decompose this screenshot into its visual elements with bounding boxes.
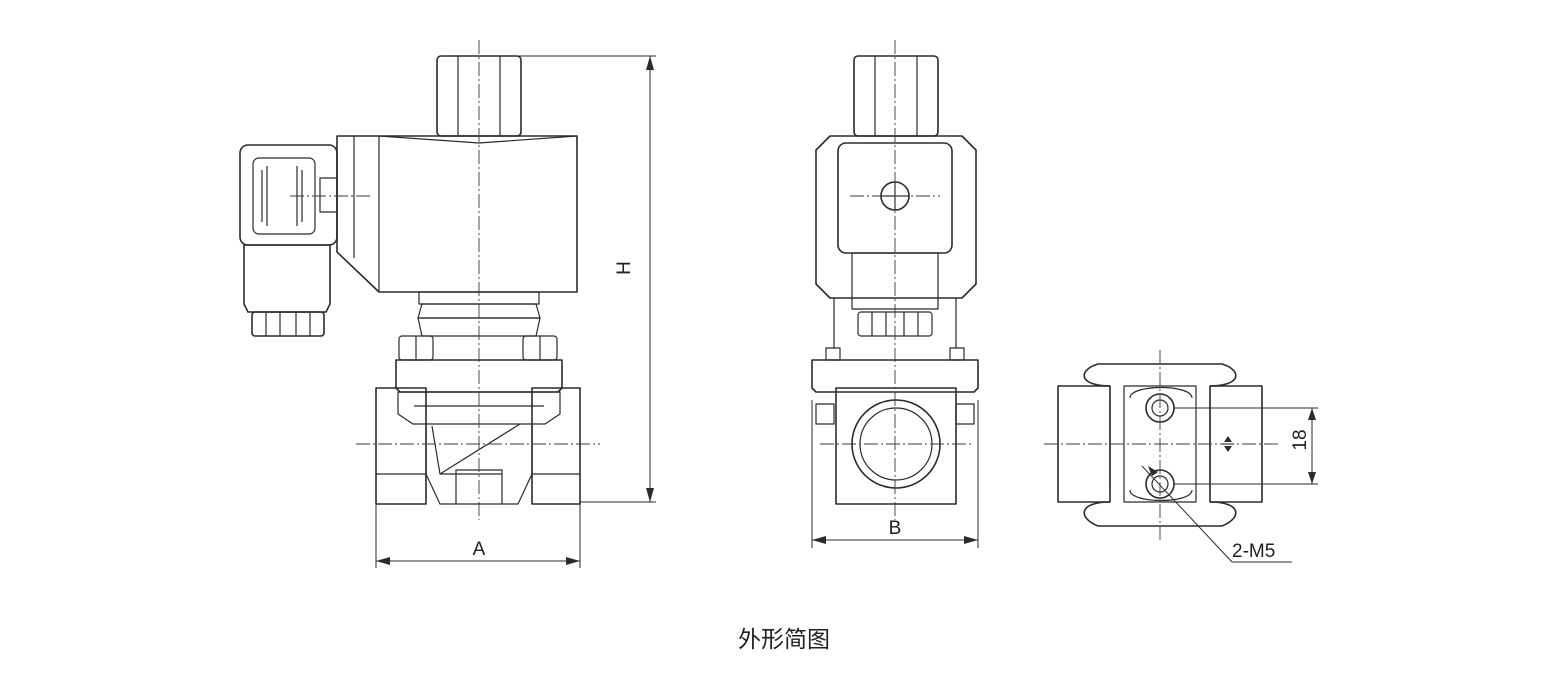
width-side-dimension: B: [811, 400, 979, 548]
valve-body: [375, 387, 581, 505]
side-top-nut: [853, 55, 939, 137]
side-bonnet: [811, 359, 979, 393]
spacing-dimension: 18: [1174, 407, 1318, 485]
width-front-dimension: A: [375, 504, 581, 568]
spacing-label: 18: [1290, 429, 1311, 450]
valve-outline-drawing: H A: [239, 40, 1318, 568]
front-view: [239, 40, 600, 520]
connector-plug: [239, 144, 338, 337]
height-label: H: [614, 261, 635, 275]
width-front-label: A: [473, 539, 486, 560]
thread-callout: 2-M5: [1141, 465, 1292, 563]
side-coil-housing: [815, 135, 977, 299]
bottom-view: [1044, 350, 1278, 540]
width-side-label: B: [889, 518, 902, 539]
coil-housing: [336, 135, 578, 293]
height-dimension: H: [500, 55, 656, 503]
thread-label: 2-M5: [1232, 541, 1275, 562]
side-view: [811, 40, 979, 520]
diagram-caption: 外形简图: [738, 627, 830, 653]
